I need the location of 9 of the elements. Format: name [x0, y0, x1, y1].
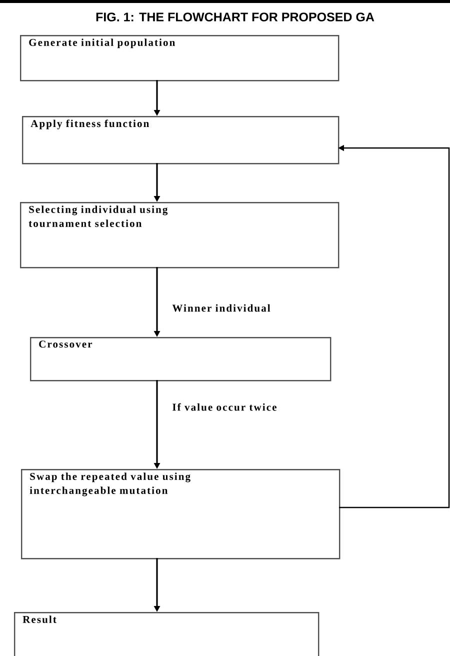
edge-label: Winner individual: [171, 303, 272, 313]
process-box: Swap the repeated value using interchangeable mutation: [21, 469, 340, 560]
process-box: Crossover: [30, 337, 332, 382]
process-box: Apply fitness function: [22, 116, 340, 164]
process-box: Selecting individual using tournament selection: [20, 202, 340, 268]
process-box: Result: [14, 612, 320, 656]
edge-label: If value occur twice: [171, 402, 278, 412]
process-box: Generate initial population: [20, 35, 340, 82]
figure-title: FIG. 1: THE FLOWCHART FOR PROPOSED GA: [96, 12, 374, 22]
